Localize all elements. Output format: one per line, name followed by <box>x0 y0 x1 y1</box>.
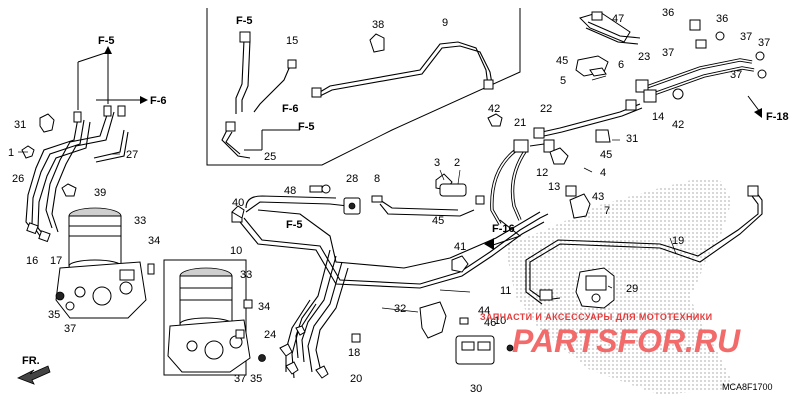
callout-12: 12 <box>536 167 548 179</box>
callout-14: 14 <box>652 111 664 123</box>
callout-13: 13 <box>548 181 560 193</box>
callout-34-upper: 34 <box>148 235 160 247</box>
watermark-logo: PARTSFOR.RU <box>512 323 741 359</box>
callout-45-c: 45 <box>432 215 444 227</box>
f16-arrow <box>484 219 522 250</box>
callout-30: 30 <box>470 383 482 395</box>
center-hoses <box>435 99 643 225</box>
callout-48: 48 <box>284 185 296 197</box>
ref-f6-inset: F-6 <box>282 103 299 115</box>
callout-23: 23 <box>638 51 650 63</box>
callout-42-right: 42 <box>672 119 684 131</box>
callout-9: 9 <box>442 17 448 29</box>
callout-25: 25 <box>264 151 276 163</box>
left-ref-arrows <box>77 46 148 110</box>
callout-10-lower: 10 <box>494 315 506 327</box>
callout-24: 24 <box>264 329 276 341</box>
callout-37-a: 37 <box>662 47 674 59</box>
inset-frame <box>206 8 521 166</box>
callout-37-b: 37 <box>740 31 752 43</box>
callout-44: 44 <box>478 305 490 317</box>
callout-20: 20 <box>350 373 362 385</box>
callout-27: 27 <box>126 149 138 161</box>
callout-37-f: 37 <box>234 373 246 385</box>
callout-8: 8 <box>374 173 380 185</box>
callout-26: 26 <box>12 173 24 185</box>
callout-10-upper: 10 <box>230 245 242 257</box>
callout-21: 21 <box>514 117 526 129</box>
callout-3: 3 <box>434 157 440 169</box>
leader-lines <box>18 75 677 313</box>
rear-pipe <box>525 185 763 309</box>
center-parts <box>231 184 514 365</box>
callout-22: 22 <box>540 103 552 115</box>
ref-f6-left: F-6 <box>150 95 167 107</box>
inset-pipes <box>221 31 494 159</box>
diagram-code: MCA8F1700 <box>722 382 773 392</box>
callout-31-left: 31 <box>14 119 26 131</box>
callout-4: 4 <box>600 167 606 179</box>
callout-45-b: 45 <box>600 149 612 161</box>
callout-38: 38 <box>372 19 384 31</box>
ref-f5-inset: F-5 <box>236 15 253 27</box>
callout-33-lower: 33 <box>240 269 252 281</box>
callout-47: 47 <box>612 13 624 25</box>
callout-labels: 1 2 3 4 5 6 7 8 9 10 10 11 12 13 14 15 1… <box>8 7 770 395</box>
left-pipe-bundle <box>21 105 129 243</box>
callout-5: 5 <box>560 75 566 87</box>
callout-17: 17 <box>50 255 62 267</box>
callout-35-upper: 35 <box>48 309 60 321</box>
callout-36-b: 36 <box>716 13 728 25</box>
front-label: FR. <box>22 355 40 367</box>
watermark-text: ЗАПЧАСТИ И АКСЕССУАРЫ ДЛЯ МОТОТЕХНИКИ <box>480 312 713 322</box>
callout-11: 11 <box>500 285 511 297</box>
callout-1: 1 <box>8 147 14 159</box>
callout-28: 28 <box>346 173 358 185</box>
center-pipe-bundle <box>231 195 549 379</box>
callout-34-lower: 34 <box>258 301 270 313</box>
callout-32: 32 <box>394 303 406 315</box>
callout-42-center: 42 <box>488 103 500 115</box>
callout-46: 46 <box>484 317 496 329</box>
abs-modulator-1 <box>55 207 155 319</box>
callout-35-lower: 35 <box>250 373 262 385</box>
modulator-inset-box <box>163 259 247 376</box>
callout-31-right: 31 <box>626 133 638 145</box>
callout-33-upper: 33 <box>134 215 146 227</box>
callout-37-d: 37 <box>730 69 742 81</box>
callout-39: 39 <box>94 187 106 199</box>
callout-6: 6 <box>618 59 624 71</box>
callout-7: 7 <box>604 205 610 217</box>
callout-18: 18 <box>348 347 360 359</box>
callout-40: 40 <box>232 197 244 209</box>
reference-labels: F-5 F-5 F-5 F-5 F-6 F-6 F-16 F-18 <box>98 15 789 235</box>
callout-45-a: 45 <box>556 55 568 67</box>
frame-shading <box>505 178 735 395</box>
ref-f18: F-18 <box>766 111 789 123</box>
callout-19: 19 <box>672 235 684 247</box>
ref-f5-center: F-5 <box>286 219 303 231</box>
callout-37-e: 37 <box>64 323 76 335</box>
ref-f5-left: F-5 <box>98 35 115 47</box>
callout-36-a: 36 <box>662 7 674 19</box>
callout-41: 41 <box>454 241 466 253</box>
ref-f16: F-16 <box>492 223 515 235</box>
callout-2: 2 <box>454 157 460 169</box>
callout-16: 16 <box>26 255 38 267</box>
callout-37-c: 37 <box>758 37 770 49</box>
rear-hoses <box>575 11 767 118</box>
callout-15: 15 <box>286 35 298 47</box>
abs-modulator-2 <box>167 267 266 373</box>
callout-43: 43 <box>592 191 604 203</box>
front-arrow <box>17 365 51 385</box>
ref-f5-inset-lower: F-5 <box>298 121 315 133</box>
callout-29: 29 <box>626 283 638 295</box>
